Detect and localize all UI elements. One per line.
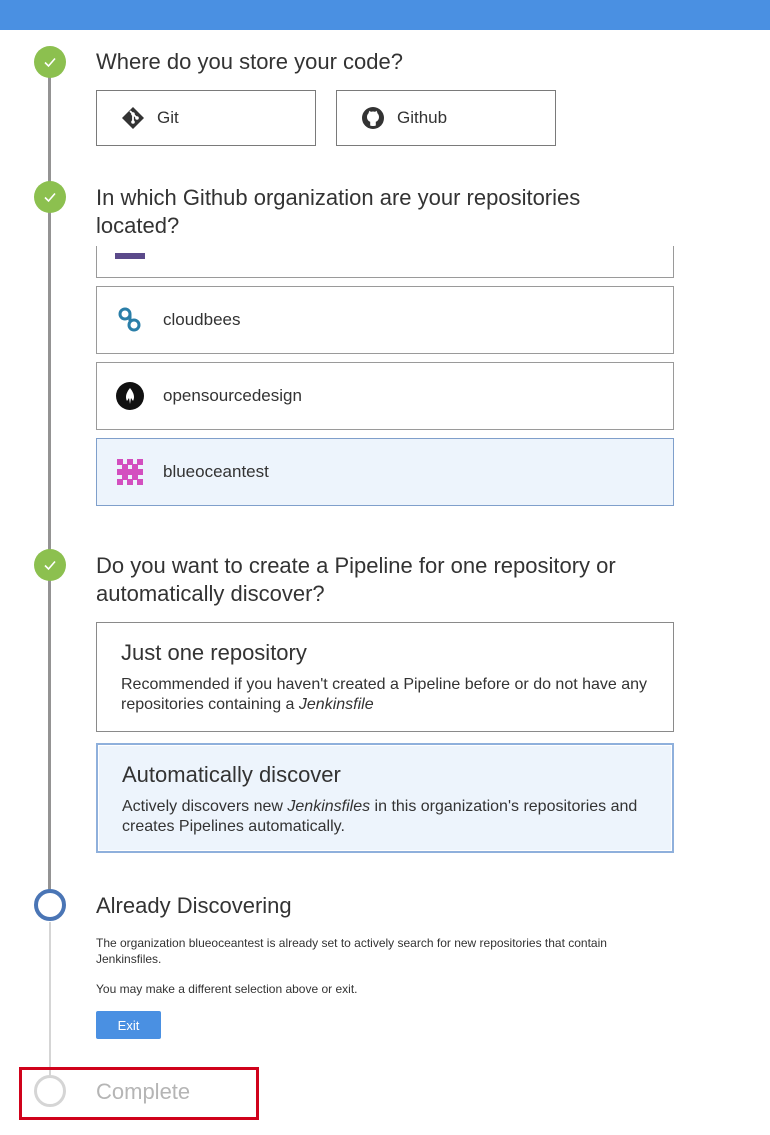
option-automatically-discover[interactable]: Automatically discover Actively discover… [96, 743, 674, 853]
github-button-label: Github [397, 108, 448, 127]
step-title-complete: Complete [96, 1079, 191, 1104]
highlight-box [19, 1067, 259, 1120]
step-title-discover: Do you want to create a Pipeline for one… [96, 553, 616, 606]
git-button-label: Git [157, 108, 179, 127]
step-complete-checkmark-icon [34, 46, 66, 78]
opensourcedesign-icon [115, 381, 145, 411]
step-pending-indicator [34, 1075, 66, 1107]
top-bar [0, 0, 770, 30]
option-just-one-repository[interactable]: Just one repository Recommended if you h… [96, 622, 674, 732]
org-item-blueoceantest[interactable]: blueoceantest [96, 438, 674, 506]
organization-list[interactable]: cloudbees opensourcedesign blueo [96, 246, 674, 510]
already-discovering-message: The organization blueoceantest is alread… [96, 936, 607, 966]
blueoceantest-icon [115, 457, 145, 487]
github-icon [362, 107, 384, 129]
git-button[interactable]: Git [96, 90, 316, 146]
option-title: Just one repository [121, 640, 307, 665]
step-title-already-discovering: Already Discovering [96, 893, 292, 918]
already-discovering-hint: You may make a different selection above… [96, 982, 358, 996]
option-title: Automatically discover [122, 762, 341, 787]
org-avatar-icon [115, 246, 145, 259]
cloudbees-icon [115, 305, 145, 335]
option-description: Actively discovers new Jenkinsfiles in t… [122, 798, 638, 835]
github-button[interactable]: Github [336, 90, 556, 146]
org-item-label: blueoceantest [163, 462, 269, 481]
step-title-store-code: Where do you store your code? [96, 49, 403, 74]
org-item-partial[interactable] [96, 246, 674, 278]
step-complete-checkmark-icon [34, 549, 66, 581]
org-item-label: cloudbees [163, 310, 241, 329]
org-item-label: opensourcedesign [163, 386, 302, 405]
step-active-indicator [34, 889, 66, 921]
step-title-organization: In which Github organization are your re… [96, 185, 581, 238]
timeline-line-pending [49, 922, 51, 1078]
timeline-line-completed [48, 62, 51, 904]
option-description: Recommended if you haven't created a Pip… [121, 676, 648, 713]
step-complete-checkmark-icon [34, 181, 66, 213]
org-item-cloudbees[interactable]: cloudbees [96, 286, 674, 354]
org-item-opensourcedesign[interactable]: opensourcedesign [96, 362, 674, 430]
exit-button[interactable]: Exit [96, 1011, 161, 1039]
git-icon [122, 107, 144, 129]
